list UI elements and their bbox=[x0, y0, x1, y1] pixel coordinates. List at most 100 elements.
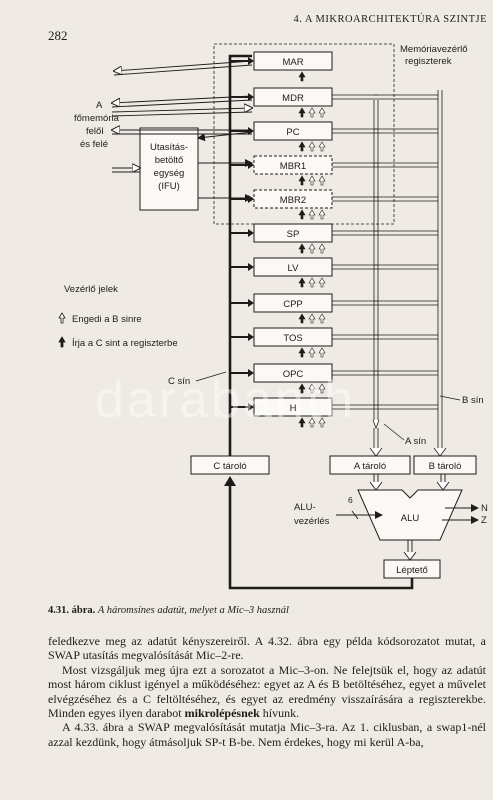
register-tos-enable-icon bbox=[318, 347, 326, 358]
ifu-label-3: egység bbox=[154, 168, 185, 179]
a-bus-line bbox=[373, 100, 379, 420]
page-number: 282 bbox=[48, 28, 68, 43]
alu-label: ALU bbox=[401, 513, 420, 524]
mar-to-memory-arrow bbox=[114, 60, 253, 71]
register-mdr-label: MDR bbox=[282, 93, 304, 104]
caption-label: 4.31. ábra. bbox=[48, 605, 96, 616]
pc-to-ifu-arrow bbox=[197, 131, 253, 142]
b-bus-pointer bbox=[439, 395, 461, 401]
mdr-memory-arrow-out bbox=[112, 95, 253, 103]
register-opc-enable-icon bbox=[318, 383, 326, 394]
legend-enable-b-icon bbox=[58, 312, 66, 324]
watermark: darabanth bbox=[95, 371, 357, 429]
register-mbr1-b-out bbox=[332, 162, 438, 168]
c-bus-pointer bbox=[195, 371, 227, 382]
register-mdr-box bbox=[253, 87, 333, 107]
legend-write-c-text: Írja a C sint a regiszterbe bbox=[72, 338, 178, 349]
paragraph-2: Most vizsgáljuk meg újra ezt a sorozatot… bbox=[48, 663, 486, 721]
legend-title: Vezérlő jelek bbox=[64, 284, 118, 295]
register-mar-write-icon bbox=[298, 71, 306, 82]
register-mdr-b-out bbox=[332, 94, 438, 100]
datapath-diagram: Memóriavezérlő regiszterek MAR MDR PC MBR1M… bbox=[58, 43, 488, 590]
legend-enable-b-text: Engedi a B sinre bbox=[72, 314, 142, 325]
register-pc-b-out bbox=[332, 128, 438, 134]
register-cpp-enable-icon bbox=[318, 313, 326, 324]
figure-caption: 4.31. ábra. A háromsínes adatút, melyet … bbox=[48, 605, 289, 616]
register-tos-write-icon bbox=[298, 347, 306, 358]
register-mbr2-enable-icon bbox=[318, 209, 326, 220]
register-h-write-icon bbox=[298, 417, 306, 428]
paragraph-2-bold: mikrolépésnek bbox=[184, 706, 260, 721]
ifu-label-2: betöltő bbox=[155, 155, 184, 166]
register-h-enable-icon bbox=[318, 417, 326, 428]
register-sp-box bbox=[253, 223, 333, 243]
a-latch-box bbox=[329, 455, 411, 475]
a-bus-pointer bbox=[383, 423, 405, 441]
memory-register-label-1: Memóriavezérlő bbox=[400, 44, 468, 55]
register-h-label: H bbox=[290, 403, 297, 414]
a-latch-label: A tároló bbox=[354, 461, 386, 472]
shifter-label: Léptető bbox=[396, 565, 428, 576]
main-memory-label-2: főmemória bbox=[74, 113, 120, 124]
caption-text: A háromsínes adatút, melyet a Mic–3 hasz… bbox=[97, 605, 289, 616]
main-memory-label-4: és felé bbox=[80, 139, 108, 150]
register-opc-write-icon bbox=[298, 383, 306, 394]
alu-control-bits: 6 bbox=[348, 495, 353, 505]
b-bus-line bbox=[437, 90, 443, 448]
register-mbr1-write-icon bbox=[298, 175, 306, 186]
register-mar-label: MAR bbox=[282, 57, 303, 68]
legend-write-c-icon bbox=[58, 336, 66, 348]
register-mbr2-b-out bbox=[332, 196, 438, 202]
register-cpp-b-out bbox=[332, 300, 438, 306]
register-lv-label: LV bbox=[288, 263, 300, 274]
register-mbr2-box bbox=[253, 189, 333, 209]
main-memory-label-3: felől bbox=[86, 126, 103, 137]
register-pc-label: PC bbox=[286, 127, 299, 138]
memory-register-label-2: regiszterek bbox=[405, 56, 452, 67]
ifu-label-1: Utasítás- bbox=[150, 142, 188, 153]
register-mdr-enable-icon bbox=[318, 107, 326, 118]
mdr-memory-arrow-in bbox=[111, 108, 252, 112]
register-lv-enable-icon bbox=[318, 277, 326, 288]
register-cpp-label: CPP bbox=[283, 299, 303, 310]
register-sp-b-out bbox=[332, 230, 438, 236]
alu-control-label-1: ALU- bbox=[294, 502, 316, 513]
register-tos-box bbox=[253, 327, 333, 347]
a-bus-label: A sín bbox=[405, 436, 426, 447]
register-opc-box bbox=[253, 363, 333, 383]
register-lv-write-icon bbox=[298, 277, 306, 288]
register-pc-enable-icon bbox=[318, 141, 326, 152]
register-cpp-box bbox=[253, 293, 333, 313]
register-mbr1-label: MBR1 bbox=[280, 161, 306, 172]
register-sp-label: SP bbox=[287, 229, 300, 240]
flag-n: N bbox=[481, 503, 488, 514]
register-sp-write-icon bbox=[298, 243, 306, 254]
c-latch-label: C tároló bbox=[213, 461, 246, 472]
register-mbr2-label: MBR2 bbox=[280, 195, 306, 206]
register-sp-enable-icon bbox=[318, 243, 326, 254]
ifu-label-4: (IFU) bbox=[158, 181, 180, 192]
register-lv-box bbox=[253, 257, 333, 277]
register-lv-b-out bbox=[332, 264, 438, 270]
c-bus-line bbox=[228, 54, 252, 456]
register-mbr2-write-icon bbox=[298, 209, 306, 220]
ifu-box bbox=[139, 127, 199, 211]
c-bus-label: C sín bbox=[168, 376, 190, 387]
register-opc-label: OPC bbox=[283, 369, 304, 380]
paragraph-1: feledkezve meg az adatút kényszereiről. … bbox=[48, 634, 486, 663]
paragraph-2-text: Most vizsgáljuk meg újra ezt a sorozatot… bbox=[48, 662, 486, 721]
shifter-to-c-latch bbox=[228, 484, 414, 590]
b-bus-label: B sín bbox=[462, 395, 484, 406]
register-h-b-out bbox=[332, 404, 438, 410]
body-text: feledkezve meg az adatút kényszereiről. … bbox=[48, 634, 486, 749]
register-pc-box bbox=[253, 121, 333, 141]
register-h-box bbox=[253, 397, 333, 417]
running-header: 4. A MIKROARCHITEKTÚRA SZINTJE bbox=[293, 14, 487, 25]
register-pc-write-icon bbox=[298, 141, 306, 152]
main-memory-label-1: A bbox=[96, 100, 103, 111]
paragraph-2-end: hívunk. bbox=[259, 706, 300, 721]
register-mbr1-enable-icon bbox=[318, 175, 326, 186]
register-mdr-write-icon bbox=[298, 107, 306, 118]
register-mbr1-box bbox=[253, 155, 333, 175]
b-latch-label: B tároló bbox=[429, 461, 462, 472]
